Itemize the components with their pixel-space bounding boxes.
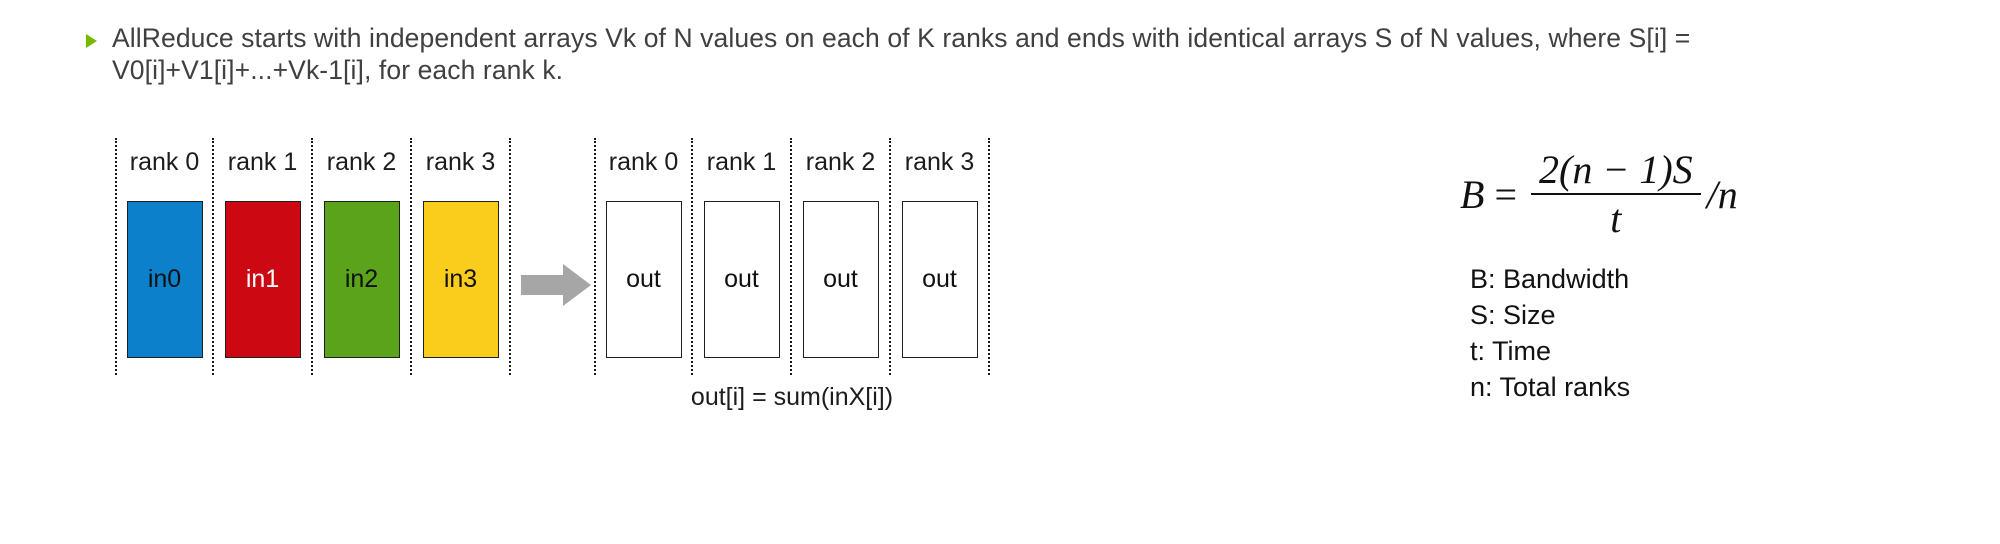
diagram-caption: out[i] = sum(inX[i]) [690,383,894,411]
output-box-1: out [703,201,780,358]
formula-equals: = [1494,171,1517,217]
rank-column-out-3: rank 3 out [891,138,990,375]
rank-label: rank 2 [326,148,397,176]
rank-column-in-3: rank 3 in3 [412,138,511,375]
formula-fraction-bar [1531,192,1701,195]
rank-column-in-0: rank 0 in0 [115,138,214,375]
bandwidth-formula: B = 2(n − 1)S t /n [1460,148,1960,240]
output-box-0: out [605,201,682,358]
formula-numerator: 2(n − 1)S [1539,146,1693,192]
input-box-in2: in2 [323,201,400,358]
bullet-text: AllReduce starts with independent arrays… [112,23,1691,86]
rank-label: rank 3 [904,148,975,176]
rank-label: rank 1 [227,148,298,176]
rank-label: rank 3 [425,148,496,176]
rank-label: rank 2 [805,148,876,176]
legend-item-bandwidth: B: Bandwidth [1470,264,1630,294]
formula-fraction: 2(n − 1)S t [1531,146,1701,241]
rank-column-out-0: rank 0 out [594,138,693,375]
rank-column-out-2: rank 2 out [792,138,891,375]
rank-column-out-1: rank 1 out [693,138,792,375]
allreduce-diagram: rank 0 in0 rank 1 in1 rank 2 in2 rank 3 … [0,138,1120,438]
formula-lhs: B [1460,171,1485,217]
legend-item-time: t: Time [1470,335,1552,366]
input-rank-group: rank 0 in0 rank 1 in1 rank 2 in2 rank 3 … [115,138,511,375]
bandwidth-formula-panel: B = 2(n − 1)S t /n B: Bandwidth S: Size … [1460,148,1960,406]
formula-denominator: t [1610,195,1622,241]
output-box-3: out [901,201,978,358]
input-box-in0: in0 [126,201,203,358]
rank-column-in-1: rank 1 in1 [214,138,313,375]
rank-column-in-2: rank 2 in2 [313,138,412,375]
right-arrow-icon [521,263,591,307]
formula-tail: /n [1706,171,1738,217]
output-box-2: out [802,201,879,358]
rank-label: rank 1 [706,148,777,176]
legend-item-size: S: Size [1470,299,1556,330]
output-rank-group: rank 0 out rank 1 out rank 2 out rank 3 … [594,138,990,375]
legend-item-total-ranks: n: Total ranks [1470,371,1631,402]
green-triangle-bullet-icon [86,22,112,48]
input-box-in1: in1 [224,201,301,358]
formula-legend: B: Bandwidth S: Size t: Time n: Total ra… [1470,262,1960,406]
rank-label: rank 0 [608,148,679,176]
input-box-in3: in3 [422,201,499,358]
rank-label: rank 0 [129,148,200,176]
bullet-paragraph: AllReduce starts with independent arrays… [86,22,1916,87]
